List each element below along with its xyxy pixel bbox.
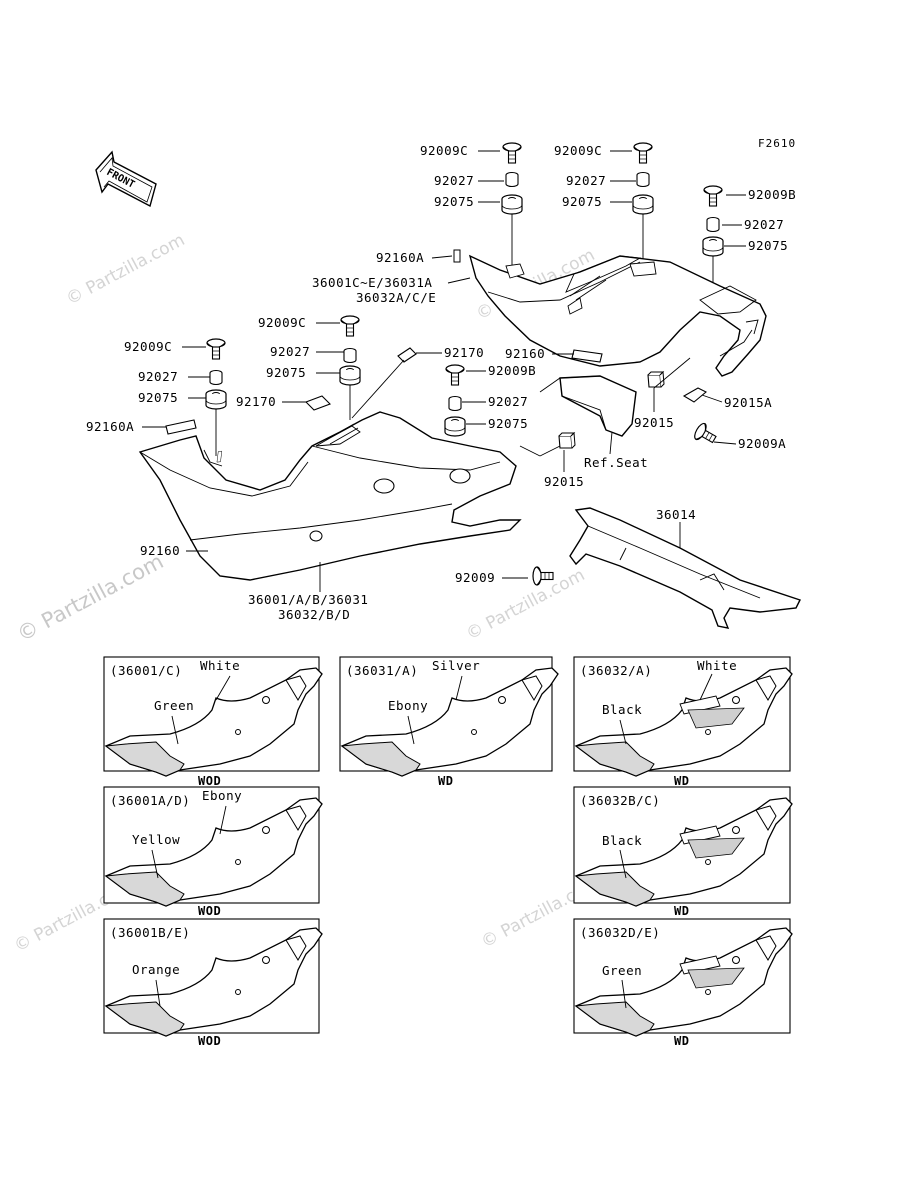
clip-92015-upper [647, 371, 665, 388]
hardware-stack-6 [444, 364, 466, 437]
svg-text:92027: 92027 [270, 344, 310, 359]
clip-92015-lower [558, 432, 576, 449]
svg-text:36014: 36014 [656, 507, 696, 522]
svg-text:WD: WD [674, 774, 689, 788]
color-panel-36031A: (36031/A) Silver Ebony WD [339, 656, 559, 788]
svg-text:36032/B/D: 36032/B/D [278, 607, 350, 622]
svg-text:92075: 92075 [488, 416, 528, 431]
lower-side-cover [138, 411, 522, 581]
svg-text:(36032D/E): (36032D/E) [580, 925, 660, 940]
svg-text:92075: 92075 [266, 365, 306, 380]
svg-text:© Partzilla.com: © Partzilla.com [63, 230, 188, 309]
svg-text:(36031/A): (36031/A) [346, 663, 418, 678]
svg-text:92015: 92015 [544, 474, 584, 489]
svg-text:36001C~E/36031A: 36001C~E/36031A [312, 275, 432, 290]
svg-text:WOD: WOD [198, 774, 221, 788]
svg-text:Ref.Seat: Ref.Seat [584, 455, 648, 470]
svg-text:Orange: Orange [132, 962, 180, 977]
svg-text:92160: 92160 [140, 543, 180, 558]
svg-text:92009A: 92009A [738, 436, 786, 451]
svg-text:92027: 92027 [138, 369, 178, 384]
color-panel-36032A: (36032/A) White Black WD [573, 656, 793, 788]
svg-text:36001/A/B/36031: 36001/A/B/36031 [248, 592, 368, 607]
svg-text:92170: 92170 [236, 394, 276, 409]
svg-text:92075: 92075 [434, 194, 474, 209]
svg-text:92160A: 92160A [376, 250, 424, 265]
color-panel-36001C: (36001/C) White Green WOD [103, 656, 323, 788]
svg-text:Green: Green [602, 963, 642, 978]
svg-text:92015: 92015 [634, 415, 674, 430]
svg-text:92009C: 92009C [124, 339, 172, 354]
color-panel-36001BE: (36001B/E) Orange WOD [103, 918, 323, 1048]
svg-text:(36001/C): (36001/C) [110, 663, 182, 678]
svg-text:Ebony: Ebony [388, 698, 428, 713]
svg-text:92009C: 92009C [554, 143, 602, 158]
svg-text:(36001A/D): (36001A/D) [110, 793, 190, 808]
figure-code: F2610 [758, 137, 796, 150]
svg-text:WD: WD [674, 904, 689, 918]
svg-text:WD: WD [438, 774, 453, 788]
svg-text:92027: 92027 [434, 173, 474, 188]
svg-text:92009B: 92009B [488, 363, 536, 378]
pad-92160-upper [571, 349, 603, 363]
svg-text:Green: Green [154, 698, 194, 713]
svg-text:White: White [697, 658, 737, 673]
pad-92160A-lower [165, 419, 197, 435]
svg-text:92075: 92075 [562, 194, 602, 209]
svg-text:92075: 92075 [748, 238, 788, 253]
svg-text:92160: 92160 [505, 346, 545, 361]
svg-text:WD: WD [674, 1034, 689, 1048]
svg-text:(36032B/C): (36032B/C) [580, 793, 660, 808]
clip-92015A [682, 387, 707, 403]
svg-text:92027: 92027 [744, 217, 784, 232]
svg-text:92009C: 92009C [258, 315, 306, 330]
bracket-92170-left [305, 395, 331, 411]
svg-text:92170: 92170 [444, 345, 484, 360]
svg-text:WOD: WOD [198, 1034, 221, 1048]
svg-text:92027: 92027 [488, 394, 528, 409]
svg-text:(36001B/E): (36001B/E) [110, 925, 190, 940]
color-panel-36032BC: (36032B/C) Black WD [573, 786, 793, 918]
svg-text:WOD: WOD [198, 904, 221, 918]
pad-92160A-upper [453, 249, 461, 263]
svg-text:Black: Black [602, 702, 642, 717]
svg-text:92009: 92009 [455, 570, 495, 585]
svg-text:Ebony: Ebony [202, 788, 242, 803]
seat-reference [539, 375, 637, 437]
bracket-92170-top [397, 347, 417, 363]
hardware-stack-2 [632, 142, 654, 262]
callouts: 92009C 92027 92075 92009C 92027 92075 92… [86, 143, 796, 622]
part-36014 [569, 507, 801, 629]
upper-side-cover [468, 254, 767, 377]
svg-text:92027: 92027 [566, 173, 606, 188]
hardware-stack-5 [339, 315, 361, 420]
svg-text:Silver: Silver [432, 658, 480, 673]
hardware-stack-1 [501, 142, 523, 268]
color-panel-36001AD: (36001A/D) Ebony Yellow WOD [103, 786, 323, 918]
svg-text:© Partzilla.com: © Partzilla.com [13, 549, 167, 646]
hardware-stack-4 [205, 338, 227, 456]
svg-text:92015A: 92015A [724, 395, 772, 410]
svg-text:Yellow: Yellow [132, 832, 180, 847]
front-arrow-icon: FRONT [95, 150, 157, 208]
svg-text:92160A: 92160A [86, 419, 134, 434]
bolt-92009A [691, 421, 720, 448]
svg-text:White: White [200, 658, 240, 673]
svg-text:Black: Black [602, 833, 642, 848]
svg-text:(36032/A): (36032/A) [580, 663, 652, 678]
svg-text:36032A/C/E: 36032A/C/E [356, 290, 436, 305]
svg-text:92075: 92075 [138, 390, 178, 405]
svg-text:92009C: 92009C [420, 143, 468, 158]
color-panel-36032DE: (36032D/E) Green WD [573, 918, 793, 1048]
svg-text:92009B: 92009B [748, 187, 796, 202]
